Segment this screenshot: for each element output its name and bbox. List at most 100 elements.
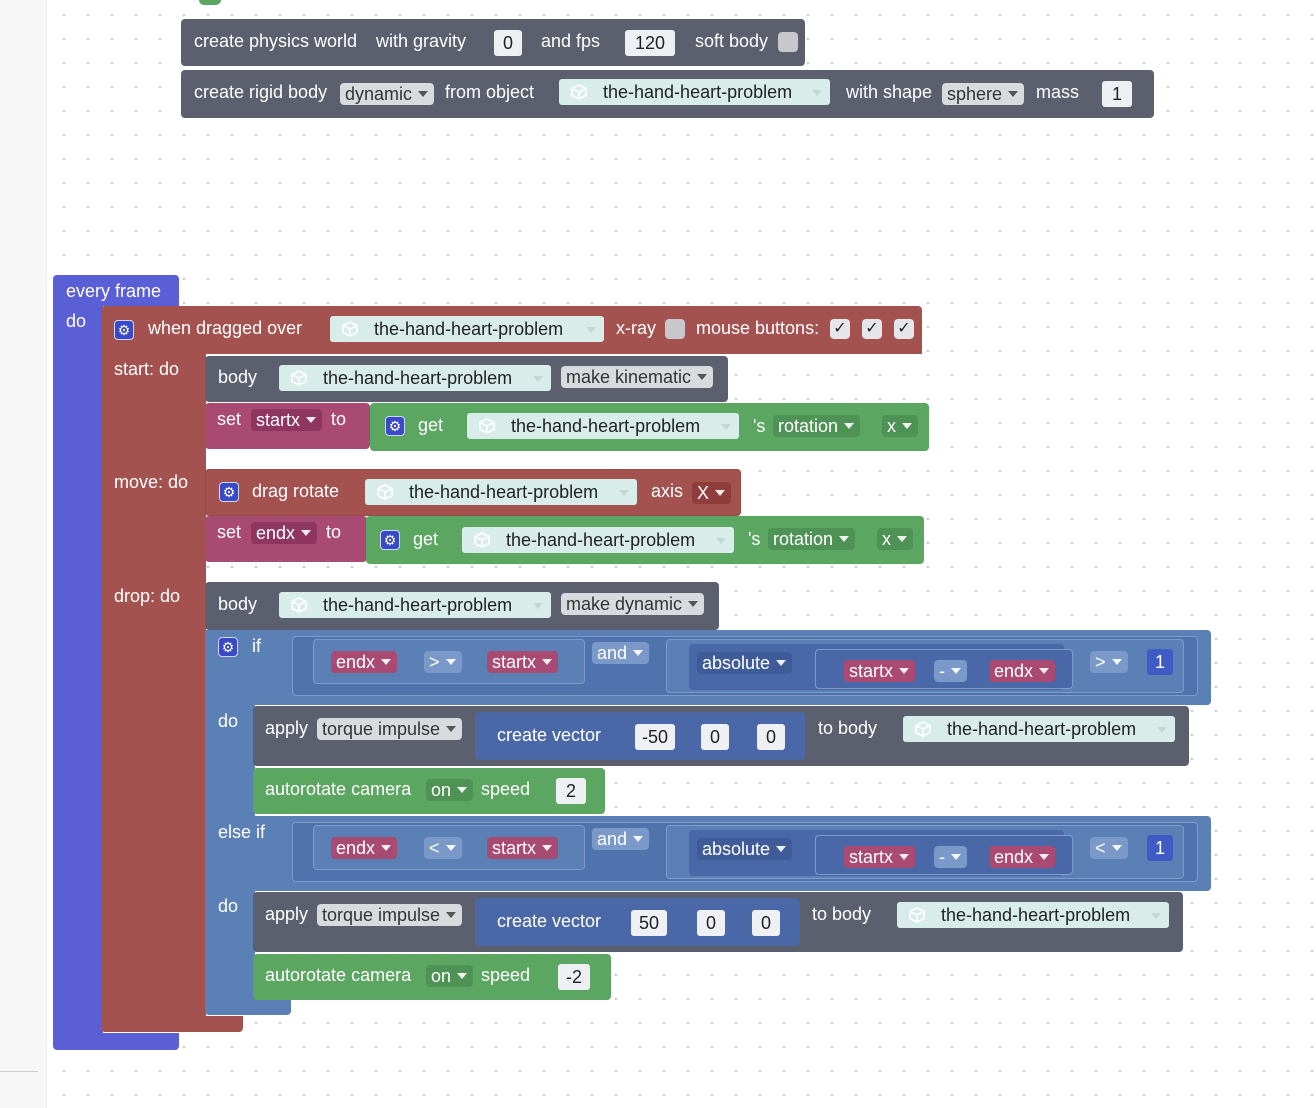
- camera-state-dropdown[interactable]: on: [426, 965, 474, 987]
- variable-startx[interactable]: startx: [844, 660, 916, 682]
- vector-x-input[interactable]: 50: [631, 910, 667, 936]
- gear-icon[interactable]: ⚙: [219, 482, 239, 502]
- variable-startx[interactable]: startx: [844, 846, 916, 868]
- cube-icon: [571, 84, 587, 100]
- set-startx-block[interactable]: set startx to: [205, 403, 370, 449]
- shape-dropdown[interactable]: sphere: [942, 83, 1025, 105]
- math-function-dropdown[interactable]: absolute: [697, 652, 793, 674]
- threshold-input[interactable]: 1: [1147, 835, 1173, 861]
- vector-z-input[interactable]: 0: [752, 910, 780, 936]
- axis-dropdown[interactable]: x: [882, 415, 918, 437]
- autorotate-camera-block[interactable]: autorotate camera on speed -2: [253, 954, 611, 1000]
- dropdown-arrow-icon: [381, 845, 392, 851]
- get-object-picker[interactable]: the-hand-heart-problem: [467, 413, 739, 439]
- variable-startx[interactable]: startx: [487, 837, 559, 859]
- compare-1-block[interactable]: endx < startx: [313, 825, 585, 870]
- body-type-dropdown[interactable]: dynamic: [340, 83, 435, 105]
- compare-operator-dropdown[interactable]: >: [1090, 651, 1128, 673]
- speed-input[interactable]: 2: [556, 778, 586, 804]
- compare-1-block[interactable]: endx > startx: [313, 639, 585, 684]
- apply-torque-block[interactable]: apply torque impulse create vector -50 0…: [253, 706, 1189, 766]
- vector-z-input[interactable]: 0: [757, 724, 785, 750]
- if-label: if: [252, 636, 261, 656]
- dropdown-arrow-icon: [688, 601, 699, 607]
- absolute-block[interactable]: absolute startx - endx: [689, 644, 1073, 690]
- compare-operator-dropdown[interactable]: <: [424, 837, 462, 859]
- dropdown-arrow-icon: [697, 374, 708, 380]
- variable-endx[interactable]: endx: [989, 660, 1056, 682]
- compare-operator-dropdown[interactable]: >: [424, 651, 462, 673]
- get-rotation-block[interactable]: ⚙ get the-hand-heart-problem 's rotation…: [366, 516, 924, 564]
- body-action-dropdown[interactable]: make kinematic: [561, 366, 714, 388]
- logic-operator-dropdown[interactable]: and: [592, 642, 650, 664]
- compare-2-block[interactable]: absolute startx - endx > 1: [666, 639, 1184, 693]
- mouse-button-2-checkbox[interactable]: ✓: [862, 319, 882, 339]
- threshold-input[interactable]: 1: [1147, 649, 1173, 675]
- gravity-input[interactable]: 0: [494, 30, 522, 56]
- apply-torque-block[interactable]: apply torque impulse create vector 50 0 …: [253, 892, 1183, 952]
- speed-input[interactable]: -2: [558, 964, 590, 990]
- absolute-block[interactable]: absolute startx - endx: [689, 830, 1073, 876]
- variable-startx[interactable]: startx: [487, 651, 559, 673]
- compare-2-block[interactable]: absolute startx - endx < 1: [666, 825, 1184, 879]
- math-function-dropdown[interactable]: absolute: [697, 838, 793, 860]
- mouse-buttons-label: mouse buttons:: [696, 318, 820, 338]
- dropdown-arrow-icon: [839, 536, 850, 542]
- axis-dropdown[interactable]: x: [877, 528, 913, 550]
- gear-icon[interactable]: ⚙: [114, 320, 134, 340]
- variable-endx[interactable]: endx: [331, 651, 398, 673]
- compare-operator-dropdown[interactable]: <: [1090, 837, 1128, 859]
- autorotate-camera-block[interactable]: autorotate camera on speed 2: [253, 768, 605, 814]
- panel-divider: [0, 1071, 38, 1072]
- impulse-type-dropdown[interactable]: torque impulse: [317, 904, 463, 926]
- body-make-dynamic-block[interactable]: body the-hand-heart-problem make dynamic: [205, 582, 719, 630]
- gear-icon[interactable]: ⚙: [218, 637, 238, 657]
- set-endx-block[interactable]: set endx to: [205, 516, 367, 562]
- get-object-picker[interactable]: the-hand-heart-problem: [462, 527, 734, 553]
- property-dropdown[interactable]: rotation: [768, 528, 856, 550]
- create-vector-block[interactable]: create vector 50 0 0: [475, 898, 800, 946]
- property-dropdown[interactable]: rotation: [773, 415, 861, 437]
- mouse-button-3-checkbox[interactable]: ✓: [894, 319, 914, 339]
- arithmetic-operator-dropdown[interactable]: -: [934, 846, 967, 868]
- soft-body-label: soft body: [695, 31, 769, 51]
- subtract-block[interactable]: startx - endx: [815, 835, 1073, 875]
- gear-icon[interactable]: ⚙: [385, 416, 405, 436]
- every-frame-label: every frame: [66, 281, 162, 301]
- impulse-type-dropdown[interactable]: torque impulse: [317, 718, 463, 740]
- vector-y-input[interactable]: 0: [697, 910, 725, 936]
- fps-input[interactable]: 120: [625, 30, 675, 56]
- variable-endx[interactable]: endx: [331, 837, 398, 859]
- soft-body-checkbox[interactable]: [778, 32, 798, 52]
- drag-object-picker[interactable]: the-hand-heart-problem: [330, 316, 604, 342]
- gear-icon[interactable]: ⚙: [380, 530, 400, 550]
- target-object-picker[interactable]: the-hand-heart-problem: [897, 902, 1169, 928]
- subtract-block[interactable]: startx - endx: [815, 649, 1073, 689]
- create-physics-world-block[interactable]: create physics world with gravity 0 and …: [181, 19, 805, 66]
- target-object-picker[interactable]: the-hand-heart-problem: [903, 716, 1175, 742]
- set-label: set: [217, 522, 242, 542]
- camera-state-dropdown[interactable]: on: [426, 779, 474, 801]
- set-variable-dropdown[interactable]: endx: [251, 522, 318, 544]
- mass-input[interactable]: 1: [1102, 81, 1132, 107]
- create-vector-block[interactable]: create vector -50 0 0: [475, 712, 805, 760]
- axis-label: axis: [651, 481, 684, 501]
- vector-y-input[interactable]: 0: [701, 724, 729, 750]
- rotate-axis-dropdown[interactable]: X: [692, 482, 732, 504]
- mouse-button-1-checkbox[interactable]: ✓: [830, 319, 850, 339]
- drag-rotate-object-picker[interactable]: the-hand-heart-problem: [365, 479, 637, 505]
- get-rotation-block[interactable]: ⚙ get the-hand-heart-problem 's rotation…: [370, 403, 929, 451]
- arithmetic-operator-dropdown[interactable]: -: [934, 660, 967, 682]
- vector-x-input[interactable]: -50: [635, 724, 675, 750]
- body-make-kinematic-block[interactable]: body the-hand-heart-problem make kinemat…: [205, 356, 728, 402]
- drag-rotate-block[interactable]: ⚙ drag rotate the-hand-heart-problem axi…: [205, 469, 741, 516]
- create-rigid-body-block[interactable]: create rigid body dynamic from object th…: [181, 70, 1154, 118]
- variable-endx[interactable]: endx: [989, 846, 1056, 868]
- object-picker[interactable]: the-hand-heart-problem: [559, 79, 830, 105]
- logic-operator-dropdown[interactable]: and: [592, 828, 650, 850]
- body-action-dropdown[interactable]: make dynamic: [561, 593, 705, 615]
- set-variable-dropdown[interactable]: startx: [251, 409, 323, 431]
- body-object-picker[interactable]: the-hand-heart-problem: [279, 592, 551, 618]
- body-object-picker[interactable]: the-hand-heart-problem: [279, 365, 551, 391]
- xray-checkbox[interactable]: [665, 319, 685, 339]
